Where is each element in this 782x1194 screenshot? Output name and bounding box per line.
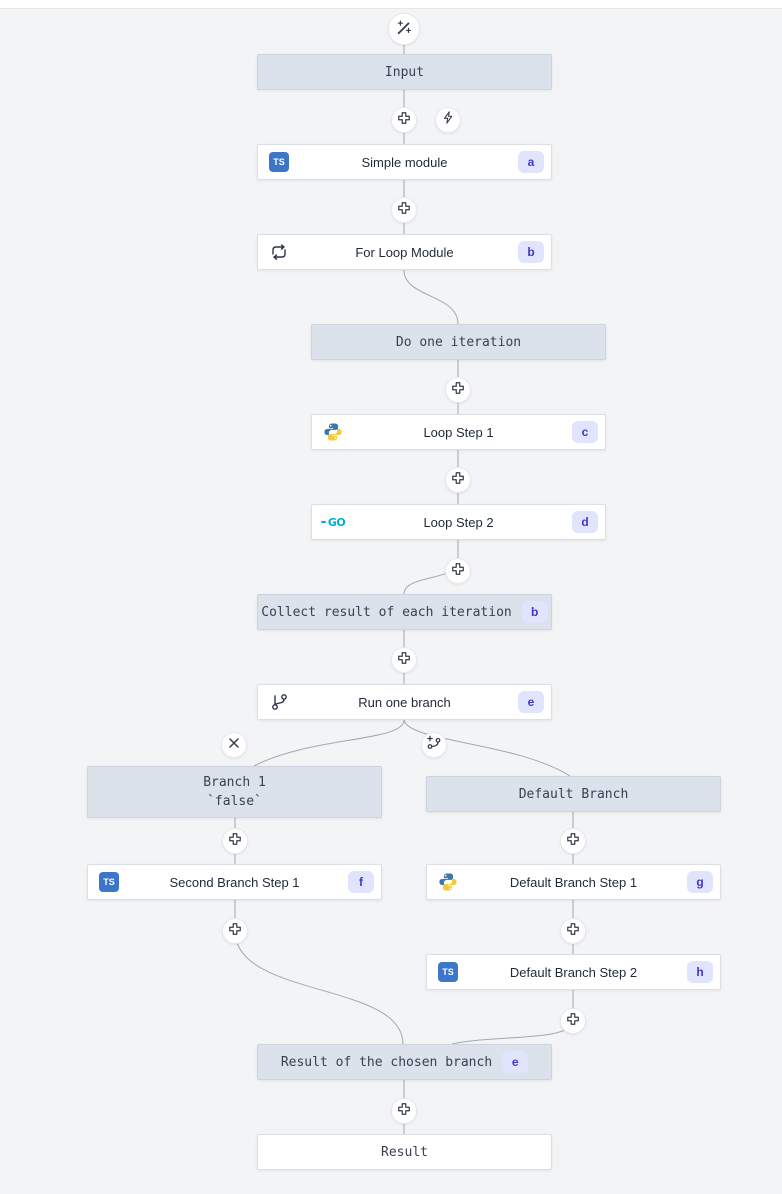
python-icon bbox=[437, 871, 459, 893]
node-label: Result bbox=[381, 1144, 428, 1160]
x-icon bbox=[228, 736, 240, 754]
node-for-loop-module[interactable]: For Loop Module b bbox=[257, 234, 552, 270]
insert-step-button[interactable] bbox=[445, 467, 471, 493]
insert-step-button[interactable] bbox=[222, 918, 248, 944]
plus-icon bbox=[566, 832, 580, 851]
plus-icon bbox=[397, 651, 411, 670]
insert-step-button[interactable] bbox=[560, 918, 586, 944]
node-badge: e bbox=[502, 1051, 529, 1073]
wand-sparkles-icon bbox=[395, 18, 413, 41]
ai-flow-button[interactable] bbox=[388, 13, 420, 45]
insert-step-button[interactable] bbox=[560, 828, 586, 854]
node-sublabel: `false` bbox=[207, 794, 262, 809]
node-label: Default Branch bbox=[518, 786, 629, 802]
node-default-branch-step-1[interactable]: Default Branch Step 1 g bbox=[426, 864, 721, 900]
node-label: Collect result of each iteration bbox=[261, 604, 512, 620]
node-label: Simple module bbox=[361, 154, 448, 170]
node-label: Input bbox=[384, 64, 425, 80]
python-icon bbox=[322, 421, 344, 443]
insert-step-button[interactable] bbox=[391, 197, 417, 223]
plus-icon bbox=[566, 1012, 580, 1031]
node-label: Branch 1 bbox=[203, 775, 266, 790]
node-collect-result[interactable]: Collect result of each iteration b bbox=[257, 594, 552, 630]
node-default-branch-step-2[interactable]: TS Default Branch Step 2 h bbox=[426, 954, 721, 990]
node-badge: e bbox=[518, 691, 544, 713]
node-label: Default Branch Step 1 bbox=[509, 874, 638, 890]
plus-icon bbox=[451, 381, 465, 400]
plus-icon bbox=[566, 922, 580, 941]
insert-step-button[interactable] bbox=[391, 1098, 417, 1124]
top-bar bbox=[0, 0, 782, 9]
typescript-icon: TS bbox=[98, 871, 120, 893]
insert-step-button[interactable] bbox=[445, 558, 471, 584]
node-label: Do one iteration bbox=[395, 334, 522, 350]
insert-step-button[interactable] bbox=[391, 647, 417, 673]
node-default-branch[interactable]: Default Branch bbox=[426, 776, 721, 812]
node-branch-1[interactable]: Branch 1 `false` bbox=[87, 766, 382, 818]
node-simple-module[interactable]: TS Simple module a bbox=[257, 144, 552, 180]
node-result-chosen-branch[interactable]: Result of the chosen branch e bbox=[257, 1044, 552, 1080]
insert-step-button[interactable] bbox=[445, 377, 471, 403]
node-badge: a bbox=[518, 151, 544, 173]
go-icon: GO bbox=[320, 511, 346, 533]
add-branch-button[interactable] bbox=[421, 732, 447, 758]
node-loop-step-1[interactable]: Loop Step 1 c bbox=[311, 414, 606, 450]
insert-step-button[interactable] bbox=[222, 828, 248, 854]
node-badge: b bbox=[518, 241, 544, 263]
node-label: Run one branch bbox=[358, 694, 451, 710]
typescript-icon: TS bbox=[437, 961, 459, 983]
node-label: Loop Step 1 bbox=[423, 424, 494, 440]
plus-icon bbox=[397, 111, 411, 130]
insert-step-button[interactable] bbox=[560, 1008, 586, 1034]
node-label: Result of the chosen branch bbox=[280, 1054, 493, 1070]
node-label: Second Branch Step 1 bbox=[169, 874, 300, 890]
plus-icon bbox=[397, 1102, 411, 1121]
node-do-one-iteration[interactable]: Do one iteration bbox=[311, 324, 606, 360]
typescript-icon: TS bbox=[268, 151, 290, 173]
remove-branch-button[interactable] bbox=[221, 732, 247, 758]
node-badge: b bbox=[521, 601, 548, 623]
node-label: Loop Step 2 bbox=[423, 514, 494, 530]
insert-step-button[interactable] bbox=[391, 107, 417, 133]
node-input[interactable]: Input bbox=[257, 54, 552, 90]
node-second-branch-step-1[interactable]: TS Second Branch Step 1 f bbox=[87, 864, 382, 900]
plus-icon bbox=[451, 562, 465, 581]
bolt-icon bbox=[442, 111, 455, 129]
plus-icon bbox=[228, 922, 242, 941]
node-badge: f bbox=[348, 871, 374, 893]
node-badge: d bbox=[572, 511, 598, 533]
node-badge: h bbox=[687, 961, 713, 983]
node-run-one-branch[interactable]: Run one branch e bbox=[257, 684, 552, 720]
plus-icon bbox=[228, 832, 242, 851]
plus-icon bbox=[397, 201, 411, 220]
add-branch-icon bbox=[426, 735, 442, 755]
git-branch-icon bbox=[268, 691, 290, 713]
node-label: For Loop Module bbox=[355, 244, 454, 260]
node-label: Default Branch Step 2 bbox=[509, 964, 638, 980]
node-loop-step-2[interactable]: GO Loop Step 2 d bbox=[311, 504, 606, 540]
node-badge: c bbox=[572, 421, 598, 443]
trigger-button[interactable] bbox=[435, 107, 461, 133]
repeat-icon bbox=[268, 241, 290, 263]
node-result[interactable]: Result bbox=[257, 1134, 552, 1170]
node-badge: g bbox=[687, 871, 713, 893]
plus-icon bbox=[451, 471, 465, 490]
